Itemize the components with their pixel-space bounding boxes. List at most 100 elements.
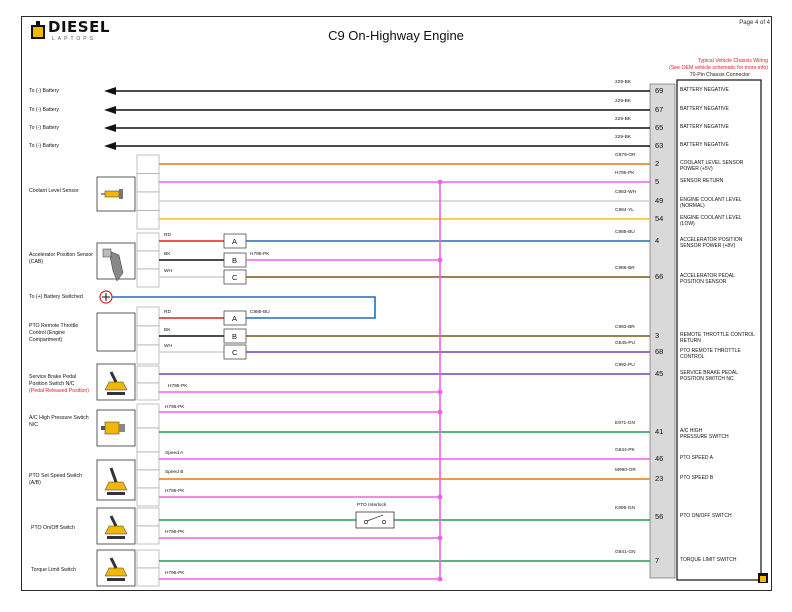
pin-desc-41-line-1: A/C HIGH — [680, 428, 703, 434]
ac-switch-pressure-plug-icon — [101, 426, 105, 430]
ac-switch-pressure-port-icon — [119, 424, 125, 432]
battery-row-label-2: To (-) Battery — [29, 107, 59, 113]
pto-throttle-wire-label-3: WH — [164, 344, 172, 349]
pin-desc-49-line-1: ENGINE COOLANT LEVEL — [680, 197, 742, 203]
pto-speed-wire-label-3: H795-PK — [165, 489, 185, 494]
pin-desc-45-line-2: POSITION SWITCH NC — [680, 376, 734, 383]
ac-switch-label-line-1: A/C High Pressure Switch — [29, 415, 89, 421]
torque-switch-label-line-1: Torque Limit Switch — [31, 567, 76, 573]
coolant-connector-cavity-2 — [136, 173, 160, 193]
accel-pin-letter-C: C — [232, 273, 238, 282]
pin-number-54: 54 — [655, 214, 664, 223]
brake-switch-label-line-1: Service Brake Pedal — [29, 374, 76, 380]
pto-interlock-box — [355, 511, 395, 529]
pto-onoff-return-wire-label: H795-PK — [165, 530, 185, 535]
pin-desc-68-line-2: CONTROL — [680, 354, 705, 361]
pin-number-67: 67 — [655, 105, 664, 114]
pin-wire-label-7: G841-GN — [615, 550, 636, 555]
page-frame — [21, 16, 772, 591]
brake-return-wire-label: H795-PK — [168, 384, 188, 389]
pto-throttle-pin-letter-A: A — [232, 314, 238, 323]
pto-throttle-pin-box-A — [223, 310, 247, 326]
connector-note-1: Typical Vehicle Chassis Wiring — [697, 58, 768, 64]
coolant-connector-cavity-3 — [136, 191, 160, 211]
interlock-contact-icon — [382, 520, 386, 524]
logo-emblem-icon — [31, 21, 45, 39]
pto-throttle-frame — [96, 312, 136, 352]
pin-number-45: 45 — [655, 369, 664, 378]
torque-return-wire-label: H795-PK — [165, 571, 185, 576]
interlock-blade-icon — [366, 514, 384, 522]
corner-logo — [758, 570, 768, 588]
pto-throttle-label-line-1: PTO Remote Throttle — [29, 323, 79, 329]
pto-throttle-supply-label: C985-BU — [250, 310, 270, 315]
battery-row-label-4: To (-) Battery — [29, 143, 59, 149]
pin-wire-label-69: 229-BK — [615, 80, 631, 85]
arrow-left-icon — [104, 124, 116, 132]
pin-number-41: 41 — [655, 427, 664, 436]
bus-splice-dot-4 — [437, 409, 443, 415]
pto-onoff-label-line-1: PTO On/Off Switch — [31, 525, 75, 531]
pin-number-68: 68 — [655, 347, 664, 356]
pin-desc-7-line-1: TORQUE LIMIT SWITCH — [680, 557, 737, 563]
pin-desc-66-line-1: ACCELERATOR PEDAL — [680, 273, 735, 279]
torque-switch-switch-lever-icon — [109, 557, 118, 569]
pto-speed-connector-cavity-2 — [136, 469, 160, 489]
accel-sensor-pedal-icon — [108, 250, 124, 282]
brand-subtitle: LAPTOPS — [52, 36, 96, 42]
pto-interlock-label: PTO Interlock — [357, 503, 387, 508]
pin-wire-label-45: C992-PU — [615, 363, 635, 368]
pto-throttle-connector-cavity-1 — [136, 306, 160, 327]
arrow-left-icon — [104, 142, 116, 150]
pin-wire-label-5: H795-PK — [615, 171, 635, 176]
pto-speed-switch-switch-base-icon — [104, 481, 128, 491]
torque-connector-cavity-1 — [136, 549, 160, 569]
connector-note-2: (See OEM vehicle schematic for more info… — [669, 65, 768, 71]
pto-throttle-wire-label-1: RD — [164, 310, 171, 315]
battery-row-label-1: To (-) Battery — [29, 88, 59, 94]
page-title: C9 On-Highway Engine — [328, 28, 464, 43]
pin-number-5: 5 — [655, 177, 660, 186]
pto-speed-switch-switch-lever-icon — [109, 467, 118, 483]
brake-connector-cavity-1 — [136, 365, 160, 384]
pin-desc-69-line-1: BATTERY NEGATIVE — [680, 87, 729, 93]
pto-speed-connector-cavity-3 — [136, 487, 160, 507]
ac-connector-cavity-2 — [136, 427, 160, 453]
pto-speed-wire-label-1: Speed A — [165, 451, 184, 456]
pto-throttle-pin-letter-B: B — [232, 332, 238, 341]
bus-splice-dot-3 — [437, 389, 443, 395]
accel-wire-label-2: BK — [164, 252, 171, 257]
pin-number-46: 46 — [655, 454, 664, 463]
pin-wire-label-68: G845-PU — [615, 341, 635, 346]
accel-sensor-label-line-2: (CAB) — [29, 258, 44, 265]
pto-throttle-wire-label-2: BK — [164, 328, 171, 333]
accel-return-wire-label: H795-PK — [250, 252, 270, 257]
pin-wire-label-41: E971-GN — [615, 421, 635, 426]
pto-throttle-label-line-3: Compartment) — [29, 336, 63, 343]
logo-emblem-icon — [758, 573, 768, 583]
ac-switch-label-line-2: N/C — [29, 421, 38, 428]
pin-number-4: 4 — [655, 236, 660, 245]
pin-desc-63-line-1: BATTERY NEGATIVE — [680, 142, 729, 148]
pto-speed-label-line-2: (A/B) — [29, 479, 41, 486]
pin-wire-label-67: 229-BK — [615, 99, 631, 104]
pin-wire-label-66: C986-BR — [615, 266, 635, 271]
pin-number-7: 7 — [655, 556, 660, 565]
pto-onoff-switch-switch-base-icon — [104, 525, 128, 535]
pto-throttle-connector-cavity-2 — [136, 325, 160, 346]
pto-speed-wire-label-2: Speed B — [165, 470, 184, 475]
pin-desc-54-line-1: ENGINE COOLANT LEVEL — [680, 215, 742, 221]
pto-throttle-connector-cavity-3 — [136, 344, 160, 365]
pin-number-56: 56 — [655, 512, 664, 521]
pin-wire-label-56: K999-GN — [615, 506, 635, 511]
page-number: Page 4 of 4 — [739, 20, 770, 26]
accel-sensor-pedal-mount-icon — [102, 248, 112, 258]
pin-desc-2-line-2: POWER (+5V) — [680, 166, 713, 173]
pin-number-2: 2 — [655, 159, 660, 168]
pin-desc-54-line-2: (LOW) — [680, 221, 695, 228]
pin-desc-46-line-1: PTO SPEED A — [680, 455, 713, 461]
pin-desc-3-line-1: REMOTE THROTTLE CONTROL — [680, 332, 755, 338]
bus-splice-dot-6 — [437, 535, 443, 541]
arrow-left-icon — [104, 87, 116, 95]
